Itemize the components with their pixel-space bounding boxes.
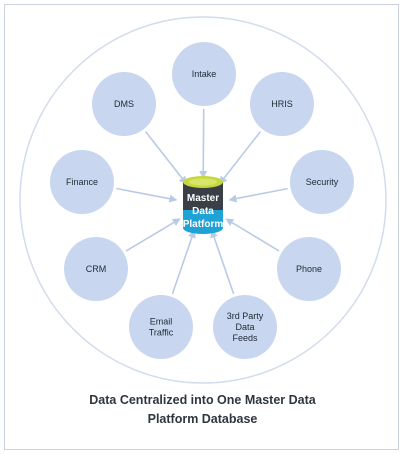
node-hris: HRIS [250,72,314,136]
node-label-security-1: Security [306,177,339,187]
db-bottom-segment [183,210,223,234]
outer-ring [19,16,387,384]
node-intake: Intake [172,42,236,106]
node-label-dms-1: DMS [114,99,134,109]
arrow-dms [144,131,187,185]
caption-line-1: Data Centralized into One Master Data [89,393,316,407]
arrow-crm [125,218,181,252]
diagram-caption: Data Centralized into One Master Data Pl… [0,391,405,429]
master-data-platform-database: Master Data Platform [183,176,224,234]
node-phone: Phone [277,237,341,301]
node-label-third-party-data-feeds-3: Feeds [232,333,258,343]
node-security: Security [290,150,354,214]
db-top-cap-inner [189,178,217,186]
node-dms: DMS [92,72,156,136]
node-circle-third-party-data-feeds [213,295,277,359]
arrow-phone [225,218,280,252]
arrows-layer [116,108,288,295]
node-label-email-traffic-2: Traffic [149,328,174,338]
node-label-crm-1: CRM [86,264,107,274]
arrow-finance [116,187,178,203]
arrow-hris [219,131,262,185]
node-circle-intake [172,42,236,106]
node-finance: Finance [50,150,114,214]
node-circle-email-traffic [129,295,193,359]
arrow-email-traffic [171,229,196,295]
node-label-hris-1: HRIS [271,99,293,109]
node-circle-phone [277,237,341,301]
node-circle-hris [250,72,314,136]
center-label-line-1: Master [187,193,219,204]
node-label-third-party-data-feeds-2: Data [235,322,254,332]
arrow-security [228,187,288,203]
node-label-third-party-data-feeds-1: 3rd Party [227,311,264,321]
node-circle-finance [50,150,114,214]
node-label-intake-1: Intake [192,69,217,79]
node-circle-crm [64,237,128,301]
node-label-email-traffic-1: Email [150,317,173,327]
node-circle-security [290,150,354,214]
arrow-third-party-data-feeds [210,229,235,295]
center-label-line-3: Platform [183,219,224,230]
center-label-line-2: Data [192,206,214,217]
node-label-finance-1: Finance [66,177,98,187]
node-crm: CRM [64,237,128,301]
node-label-phone-1: Phone [296,264,322,274]
node-circle-dms [92,72,156,136]
arrow-intake [199,108,208,179]
caption-line-2: Platform Database [147,412,258,426]
